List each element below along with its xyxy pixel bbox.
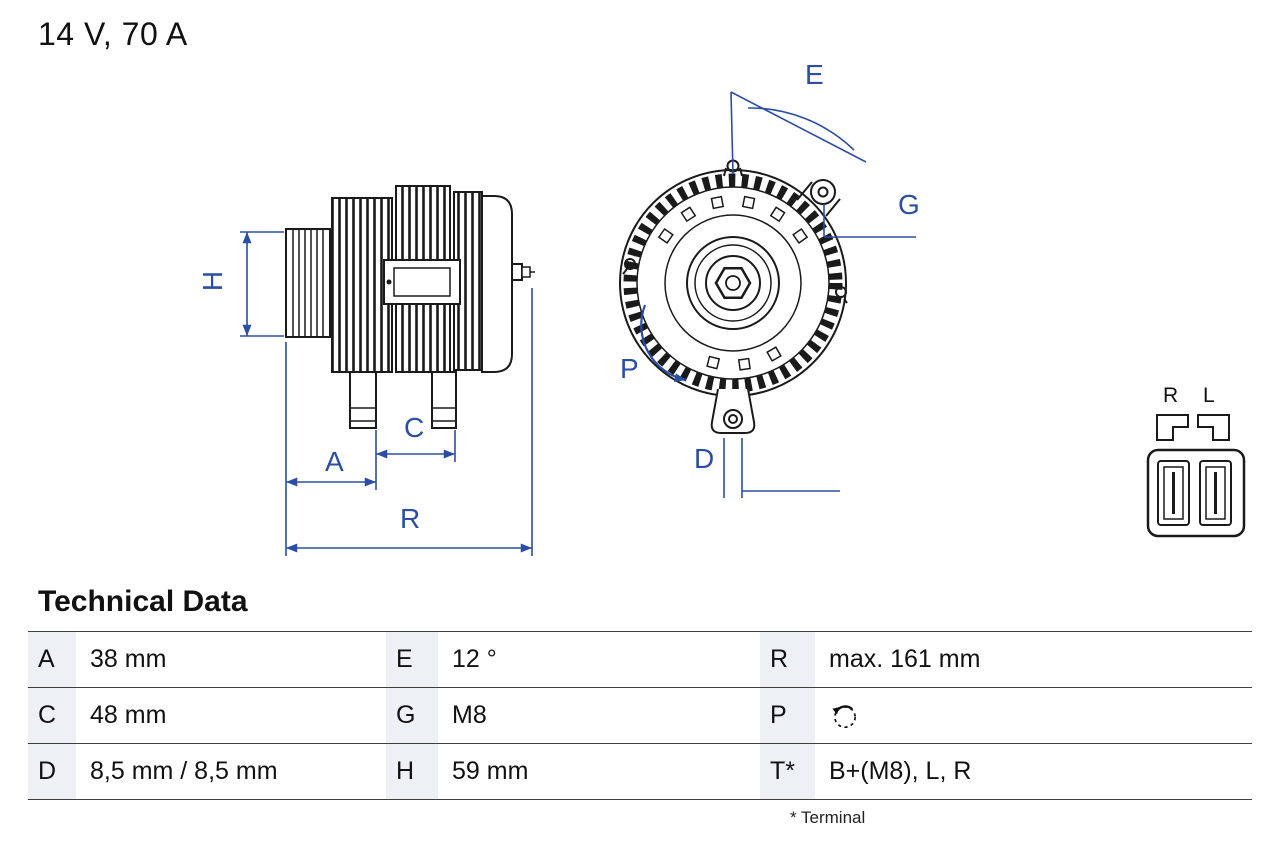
table-row: C 48 mm G M8 P [28,688,1252,744]
dimension-lines [240,91,916,556]
key-h: H [386,744,438,799]
key-c: C [28,688,76,743]
connector-label-l: L [1203,384,1215,407]
dim-label-d: D [694,443,714,474]
dim-label-h: H [197,271,228,291]
dimension-e [730,91,867,175]
dim-label-r: R [400,503,420,534]
table-row: A 38 mm E 12 ° R max. 161 mm [28,632,1252,688]
connector-diagram: R L [1146,384,1246,538]
dimension-h [240,231,284,337]
right-ear [835,283,848,304]
left-ear [622,250,639,275]
voltage-amperage-title: 14 V, 70 A [38,16,188,52]
key-e: E [386,632,438,687]
alternator-technical-drawing: H A C R E G P D R L [197,59,1246,556]
dimension-p-arrow [640,304,687,383]
mounting-feet [349,371,457,429]
dimension-d [723,438,840,498]
pulley [285,228,331,338]
rear-cap [481,195,513,373]
key-d: D [28,744,76,799]
key-p: P [760,688,815,743]
connector-top-hooks [1156,414,1230,441]
inner-vent-marks [657,195,809,371]
terminal-footnote: * Terminal [790,808,866,827]
key-a: A [28,632,76,687]
technical-data-heading: Technical Data [38,585,248,618]
front-view [619,159,848,434]
value-e: 12 ° [452,645,497,673]
value-h: 59 mm [452,757,529,785]
dimension-g [823,204,916,238]
connector-housing [1146,448,1246,538]
terminal-stub [511,263,535,281]
value-t: B+(M8), L, R [829,757,972,785]
ccw-rotation-icon [832,704,856,728]
vent-slot-ring [623,173,843,393]
top-right-lug [796,179,841,217]
value-c: 48 mm [90,701,167,729]
connector-label-r: R [1163,384,1178,407]
housing-fins [331,185,483,373]
side-view [285,185,535,429]
dimension-labels: H A C R E G P D [197,59,920,534]
key-t: T* [760,744,815,799]
technical-data-table: A 38 mm E 12 ° R max. 161 mm C 48 mm G M… [28,631,1252,800]
value-g: M8 [452,701,487,729]
dim-label-c: C [404,412,424,443]
dim-label-a: A [325,446,344,477]
value-p [815,688,1252,743]
bottom-lug [710,388,756,434]
shaft-hex-nut [714,267,752,299]
value-d: 8,5 mm / 8,5 mm [90,757,278,785]
value-a: 38 mm [90,645,167,673]
dim-label-g: G [898,189,920,220]
value-r: max. 161 mm [829,645,981,673]
key-g: G [386,688,438,743]
dim-label-p: P [620,353,639,384]
dim-label-e: E [805,59,824,90]
key-r: R [760,632,815,687]
technical-data-section: Technical Data A 38 mm E 12 ° R max. 161… [0,585,1280,828]
table-row: D 8,5 mm / 8,5 mm H 59 mm T* B+(M8), L, … [28,744,1252,800]
